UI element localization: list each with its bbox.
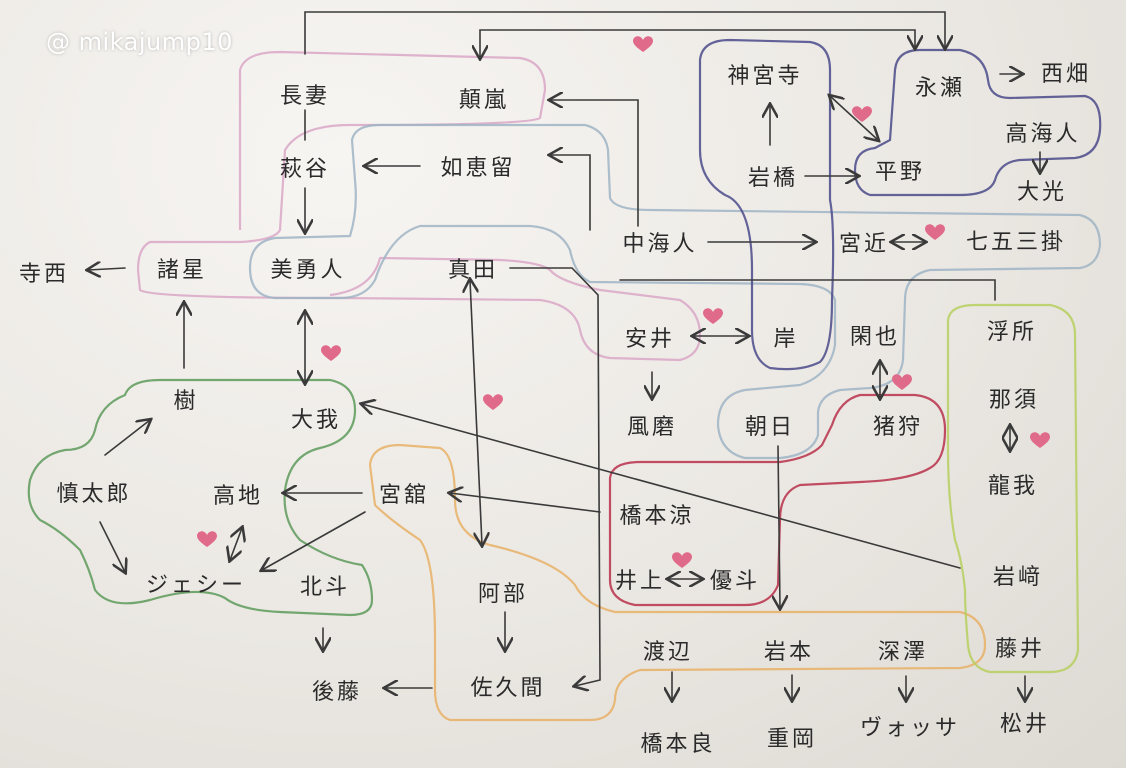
node-itsuki: 樹 <box>173 389 199 414</box>
node-asahi: 朝日 <box>744 415 796 440</box>
node-hashimoto-ryo2: 橋本良 <box>640 732 716 757</box>
node-hokuto: 北斗 <box>299 575 351 600</box>
node-miyadate: 宮舘 <box>378 483 430 508</box>
arrow-shintaro-itsuki <box>104 420 150 456</box>
node-miyachika: 宮近 <box>838 232 890 257</box>
blue-group-outline <box>248 123 1102 460</box>
node-ryuga: 龍我 <box>987 474 1039 499</box>
watermark: @ mikajump10 <box>46 28 233 56</box>
heart-icon <box>703 308 723 324</box>
link-kochi-jesse <box>230 528 242 560</box>
arrows <box>88 11 1040 700</box>
arrow-nagatsuma-nagase <box>304 11 945 55</box>
node-yuto: 優斗 <box>709 569 761 594</box>
node-iwahashi: 岩橋 <box>747 166 799 191</box>
node-tengan: 顛嵐 <box>458 88 510 113</box>
node-terani: 寺西 <box>18 262 70 287</box>
heart-icon <box>925 224 945 240</box>
link-jinguji-hirano <box>830 96 878 140</box>
node-hashimoto-ryo: 橋本涼 <box>619 504 695 529</box>
node-iwamoto: 岩本 <box>763 640 815 665</box>
node-fujii: 藤井 <box>994 637 1046 662</box>
node-nakaumi: 中海人 <box>622 232 698 257</box>
node-hirano: 平野 <box>874 160 926 185</box>
arrow-nakaumi-tengan <box>550 100 639 227</box>
heart-icon <box>197 531 217 547</box>
node-abe: 阿部 <box>477 582 529 607</box>
node-matsui: 松井 <box>999 712 1051 737</box>
node-shizuya: 閑也 <box>849 325 901 350</box>
heart-icon <box>1030 432 1050 448</box>
line-ukisho-connector <box>619 279 996 301</box>
arrow-iwasaki-taiga <box>362 404 961 569</box>
heart-icon <box>633 36 653 52</box>
arrow-hashimoto-miyadate <box>450 493 601 513</box>
node-sakuma: 佐久間 <box>470 676 546 701</box>
node-miyuto: 美勇人 <box>270 258 346 283</box>
orange-group-outline <box>368 443 987 722</box>
node-shintaro: 慎太郎 <box>56 482 132 507</box>
node-inokari: 猪狩 <box>872 415 924 440</box>
node-moroboshi: 諸星 <box>156 258 208 283</box>
arrow-to-jokeru <box>550 155 591 231</box>
lime-group-outline <box>946 303 1080 674</box>
node-jinguji: 神宮寺 <box>727 64 803 89</box>
red-group-outline <box>608 393 947 607</box>
node-taiga: 大我 <box>290 408 342 433</box>
node-inoue: 井上 <box>614 569 666 594</box>
node-fukazawa: 深澤 <box>877 640 929 665</box>
node-futoma: 風磨 <box>626 415 678 440</box>
node-goto: 後藤 <box>311 680 363 705</box>
green-group-outline <box>27 378 374 617</box>
arrow-miyadate-jesse <box>262 511 366 570</box>
arrow-moroboshi-terani <box>88 268 126 270</box>
node-sanada: 真田 <box>447 258 499 283</box>
node-yasui: 安井 <box>624 327 676 352</box>
node-watanabe: 渡辺 <box>642 640 694 665</box>
heart-icon <box>892 374 912 390</box>
hearts <box>197 36 1050 568</box>
node-ukisho: 浮所 <box>986 320 1038 345</box>
node-hagiya: 萩谷 <box>279 157 331 182</box>
pink-group-outline <box>136 50 702 362</box>
arrow-tengan-nagase <box>480 29 915 58</box>
node-nasu: 那須 <box>988 388 1040 413</box>
arrow-sanada-sakuma <box>509 267 601 686</box>
node-vocha: ヴォッサ <box>859 716 961 741</box>
arrow-shintaro-jesse <box>99 521 125 572</box>
node-jesse: ジェシー <box>145 573 247 598</box>
arrow-asahi-iwamoto <box>778 445 780 608</box>
node-nagase: 永瀬 <box>914 76 966 101</box>
heart-icon <box>852 106 872 122</box>
node-shigeoka: 重岡 <box>766 727 818 752</box>
node-takaumi: 高海人 <box>1005 122 1081 147</box>
heart-icon <box>483 394 503 410</box>
heart-icon <box>672 552 692 568</box>
node-nagatsuma: 長妻 <box>279 84 331 109</box>
node-daiko: 大光 <box>1016 180 1068 205</box>
node-nishihata: 西畑 <box>1040 62 1092 87</box>
node-shichigo: 七五三掛 <box>965 230 1067 255</box>
heart-icon <box>321 345 341 361</box>
node-kishi: 岸 <box>773 327 799 352</box>
node-kochi: 高地 <box>212 484 264 509</box>
node-jokeru: 如恵留 <box>440 156 516 181</box>
node-iwasaki: 岩﨑 <box>992 565 1044 590</box>
link-sanada-abe <box>470 280 482 545</box>
